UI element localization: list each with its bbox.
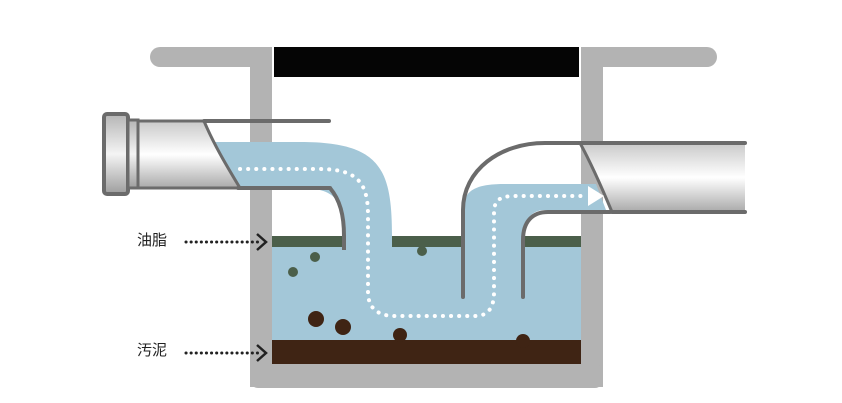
inlet-pipe-icon <box>102 112 346 250</box>
oil-layer <box>272 236 581 247</box>
inlet-drop-pipe <box>328 186 346 250</box>
sludge-particle <box>335 319 351 335</box>
tank-floor <box>250 364 603 388</box>
oil-pointer-head <box>256 233 268 251</box>
oil-label: 油脂 <box>137 231 168 249</box>
water-layer <box>272 244 581 340</box>
oil-particle <box>310 252 320 262</box>
oil-pointer <box>184 233 268 251</box>
outlet-pipe-body <box>580 143 745 212</box>
outlet-riser-inner <box>521 210 612 299</box>
tank-wall-right <box>581 47 603 387</box>
sludge-label: 汚泥 <box>137 341 168 359</box>
outlet-riser-outer <box>461 141 582 299</box>
sludge-particle <box>393 328 407 342</box>
tank-wall-left <box>250 47 272 387</box>
outlet-pipe-icon <box>461 141 747 299</box>
sludge-particles <box>308 311 530 348</box>
tank-rim-right <box>581 47 717 67</box>
sludge-layer <box>272 340 581 364</box>
oil-particle <box>288 267 298 277</box>
tank <box>150 47 717 388</box>
flow-arrow-icon <box>588 186 604 206</box>
tank-rim-left <box>150 47 272 67</box>
flow-path <box>238 167 590 318</box>
sludge-pointer-head <box>256 344 268 362</box>
outlet-water-stream <box>463 184 606 250</box>
inlet-pipe-flange <box>102 112 130 196</box>
sludge-particle <box>516 334 530 348</box>
oil-particle <box>417 246 427 256</box>
tank-lid <box>274 47 579 77</box>
inlet-water-stream <box>215 142 392 250</box>
outlet-pipe-cut <box>578 142 614 213</box>
sludge-pointer <box>184 344 268 362</box>
oil-particles <box>288 246 427 277</box>
sludge-particle <box>308 311 324 327</box>
